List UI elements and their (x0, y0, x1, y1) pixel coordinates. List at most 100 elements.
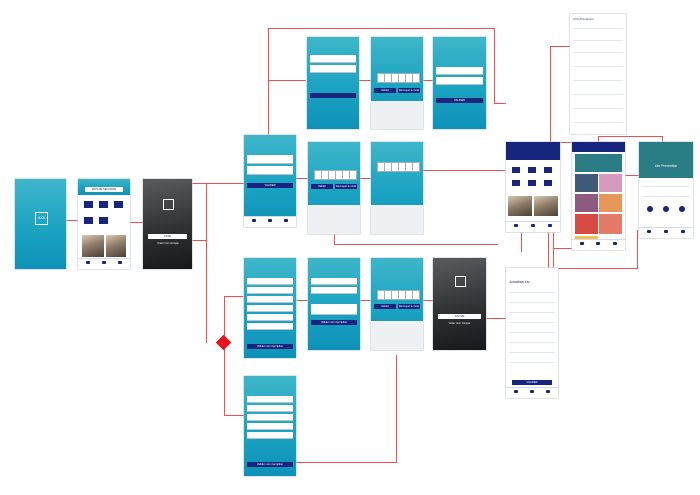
register-field[interactable] (247, 287, 293, 294)
user-icon[interactable] (118, 261, 122, 264)
grid-icon[interactable] (268, 219, 272, 222)
keypad-key[interactable] (406, 122, 423, 129)
prevention-tile[interactable] (575, 174, 598, 192)
grid-icon[interactable] (664, 230, 668, 233)
home-icon[interactable] (86, 261, 90, 264)
validate-button[interactable]: Valider (374, 88, 396, 93)
email-field[interactable] (247, 155, 293, 164)
home-tile[interactable] (114, 201, 123, 208)
register-field[interactable] (247, 432, 293, 439)
register-field[interactable] (247, 278, 293, 285)
connector (396, 355, 397, 463)
detail-action[interactable] (647, 206, 653, 212)
login-button[interactable]: AXA ME (438, 314, 481, 319)
keypad-key[interactable] (388, 342, 407, 350)
prevention-tile[interactable] (575, 236, 598, 240)
home-tile[interactable] (84, 217, 93, 224)
keypad-key[interactable] (343, 226, 360, 234)
login-button[interactable]: AXAE (148, 234, 187, 239)
keypad-key[interactable] (325, 226, 344, 234)
home-icon[interactable] (252, 219, 256, 222)
register-field[interactable] (247, 396, 293, 403)
input-field[interactable] (310, 65, 356, 73)
grid-icon[interactable] (531, 224, 535, 227)
password-field[interactable] (247, 166, 293, 175)
register-button[interactable]: Valider mon inscription (247, 344, 293, 349)
register-button[interactable]: Valider mon inscription (247, 462, 293, 467)
grid-icon[interactable] (596, 242, 600, 245)
register-field[interactable] (247, 405, 293, 412)
user-icon[interactable] (546, 390, 550, 393)
code-box[interactable] (412, 73, 420, 83)
register-button[interactable]: Valider mon inscription (311, 320, 357, 325)
grid-icon[interactable] (530, 390, 534, 393)
input-field[interactable] (310, 55, 356, 63)
user-icon[interactable] (284, 219, 288, 222)
keypad-key[interactable] (406, 226, 423, 234)
home-tile[interactable] (84, 201, 93, 208)
prevention-tile[interactable] (575, 214, 598, 234)
profile-validate-button[interactable]: VALIDER (512, 380, 552, 385)
detail-action[interactable] (679, 206, 685, 212)
home-tile[interactable] (99, 217, 108, 224)
dashboard-tile[interactable] (544, 180, 552, 186)
validate-button[interactable]: VALIDER (436, 98, 483, 103)
keypad-key[interactable] (371, 122, 389, 129)
prevention-tile[interactable] (599, 214, 622, 234)
keypad-key[interactable] (406, 342, 423, 350)
create-account-link[interactable]: Créer mon compte (157, 242, 179, 245)
resend-code-button[interactable]: Renvoyer le code (398, 304, 420, 309)
code-screen-3 (371, 142, 423, 234)
profile-screen: Jonathan luv VALIDER (506, 268, 558, 398)
keypad-key[interactable] (388, 122, 407, 129)
prevention-tile[interactable] (599, 194, 622, 212)
create-account-link[interactable]: Créer mon compte (448, 322, 471, 325)
code-box[interactable] (349, 170, 357, 180)
home-tile[interactable] (99, 201, 108, 208)
dashboard-tile[interactable] (528, 180, 536, 186)
prevention-tile[interactable] (575, 194, 598, 212)
user-icon[interactable] (548, 224, 552, 227)
resend-code-button[interactable]: Renvoyer le code (335, 184, 357, 189)
keypad-key[interactable] (388, 226, 407, 234)
connector (296, 462, 396, 463)
validate-button[interactable]: Valider (374, 304, 396, 309)
register-field[interactable] (247, 296, 293, 303)
prevention-tile[interactable] (575, 154, 622, 172)
dashboard-tile[interactable] (528, 167, 536, 173)
detail-action[interactable] (663, 206, 669, 212)
keypad-key[interactable] (308, 226, 326, 234)
home-icon[interactable] (514, 224, 518, 227)
input-field[interactable] (436, 67, 483, 75)
validate-button[interactable]: VALIDER (247, 183, 293, 188)
home-banner-button[interactable]: MON DE SECURITE (85, 187, 123, 192)
user-icon[interactable] (681, 230, 685, 233)
connector (486, 318, 506, 319)
grid-icon[interactable] (102, 261, 106, 264)
user-icon[interactable] (613, 242, 617, 245)
input-field[interactable] (436, 77, 483, 85)
dashboard-tile[interactable] (544, 167, 552, 173)
register-field[interactable] (247, 314, 293, 321)
validate-button[interactable] (310, 93, 356, 98)
home-icon[interactable] (514, 390, 518, 393)
validate-button[interactable]: Valider (311, 184, 333, 189)
register-field[interactable] (311, 304, 357, 315)
register-field[interactable] (311, 278, 357, 285)
home-icon[interactable] (647, 230, 651, 233)
register-field[interactable] (311, 287, 357, 294)
register-field[interactable] (247, 323, 293, 330)
prevention-tile[interactable] (599, 174, 622, 192)
code-box[interactable] (412, 162, 420, 172)
register-field[interactable] (247, 414, 293, 421)
register-field[interactable] (247, 305, 293, 312)
dashboard-tile[interactable] (512, 180, 520, 186)
code-screen-2: Valider Renvoyer le code (308, 142, 360, 234)
register-field[interactable] (247, 423, 293, 430)
keypad-key[interactable] (371, 342, 389, 350)
dashboard-tile[interactable] (512, 167, 520, 173)
keypad-key[interactable] (371, 226, 389, 234)
resend-code-button[interactable]: Renvoyer le code (398, 88, 420, 93)
code-box[interactable] (412, 290, 420, 300)
home-icon[interactable] (580, 242, 584, 245)
